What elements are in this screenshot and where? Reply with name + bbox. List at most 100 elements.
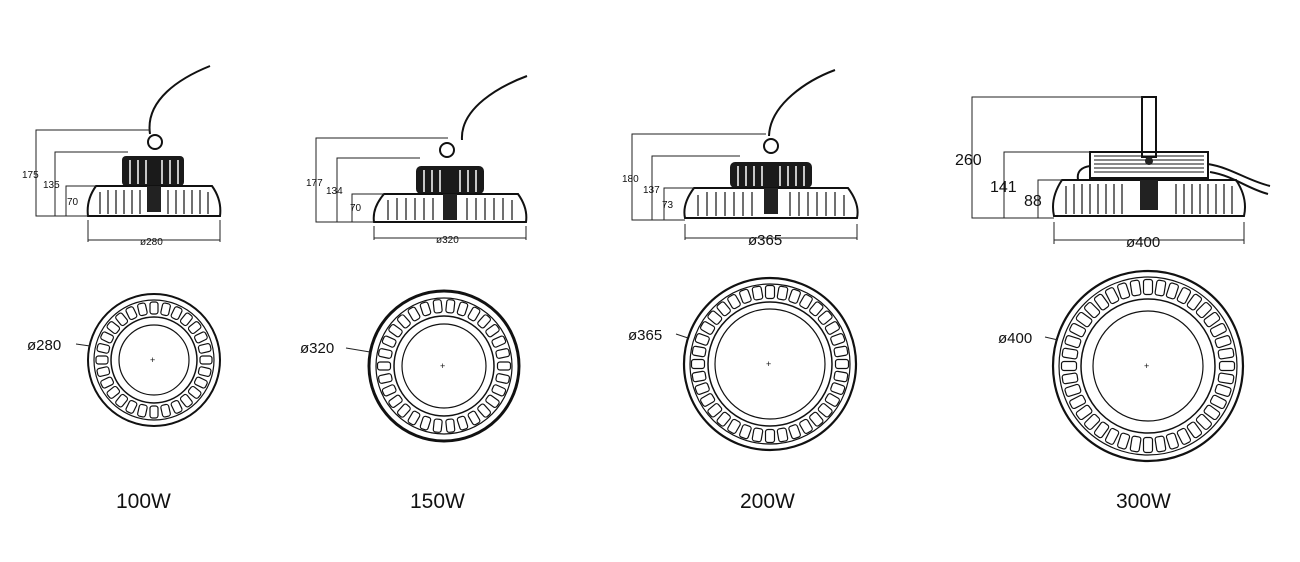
height-dim-overall: 175 <box>22 170 39 181</box>
height-dim-body: 70 <box>350 203 362 214</box>
fin-slot <box>799 294 813 310</box>
fin-slot <box>187 385 202 399</box>
fin-slot <box>496 361 512 371</box>
fin-slot <box>1217 372 1235 385</box>
fin-slot <box>1142 278 1154 296</box>
fin-slot <box>445 418 456 433</box>
fin-slot <box>197 366 212 377</box>
fin-slot <box>799 418 813 434</box>
height-dim-mid: 135 <box>43 180 60 191</box>
model-100w: 175 135 70 ø280 + ø280 100W <box>22 65 222 513</box>
fin-slot <box>691 345 707 358</box>
side-dimensions-200w: 180 137 73 ø365 <box>622 133 858 249</box>
side-dimensions-150w: 177 134 70 ø320 <box>306 137 527 246</box>
fin-slot <box>1214 383 1232 397</box>
driver-housing <box>1089 151 1209 179</box>
fin-slot <box>1218 360 1236 372</box>
top-view-150w: + ø320 <box>300 289 521 443</box>
svg-text:+: + <box>1144 361 1149 371</box>
diameter-dim: ø280 <box>27 337 61 354</box>
fin-slot <box>834 358 850 370</box>
heatsink-body <box>1052 179 1246 217</box>
fin-slot <box>707 310 723 325</box>
heatsink-body <box>683 187 859 219</box>
fin-slot <box>700 393 716 407</box>
fin-slot <box>149 405 159 419</box>
heatsink-body <box>372 193 528 223</box>
fin-slot <box>809 301 824 317</box>
fin-slot <box>100 331 115 344</box>
fin-slot <box>199 355 213 365</box>
driver-housing <box>122 156 184 186</box>
fin-slot <box>830 382 846 395</box>
fin-slot <box>407 306 421 322</box>
fin-slot <box>477 403 491 418</box>
fin-slot <box>1165 432 1179 450</box>
side-view-100w <box>86 65 222 217</box>
fin-slot <box>694 333 710 346</box>
fin-slot <box>824 321 840 335</box>
fin-slot <box>1176 287 1192 305</box>
fin-slot <box>137 302 148 317</box>
fin-slot <box>817 310 833 325</box>
fin-slot <box>491 335 507 348</box>
fin-slot <box>1209 322 1227 338</box>
height-dim-body: 70 <box>67 197 79 208</box>
watt-label: 100W <box>116 490 171 513</box>
fin-slot <box>1069 394 1087 410</box>
fin-slot <box>817 403 833 418</box>
diameter-dim: ø320 <box>300 340 334 357</box>
fin-slot <box>690 358 706 370</box>
fin-slot <box>1214 335 1232 349</box>
fin-slot <box>170 399 183 414</box>
fin-slot <box>751 427 764 443</box>
width-dim: ø320 <box>436 235 459 246</box>
fin-slot <box>1117 282 1131 300</box>
height-dim-mid: 134 <box>326 186 343 197</box>
fin-slot <box>467 410 481 426</box>
fin-slot <box>776 285 789 301</box>
watt-label: 300W <box>1116 490 1171 513</box>
fin-slot <box>1093 293 1110 311</box>
fin-slot <box>125 399 138 414</box>
fin-slot <box>1104 427 1120 445</box>
top-view-300w: + ø400 <box>998 269 1245 463</box>
fin-slot <box>115 393 129 408</box>
svg-text:+: + <box>440 361 445 371</box>
model-300w: 260 141 88 ø400 + ø400 300W <box>955 96 1271 513</box>
fin-slot <box>432 418 443 433</box>
fin-slot <box>1203 404 1221 421</box>
fin-slot <box>485 394 500 408</box>
heatsink-fin-ring <box>376 299 512 433</box>
fin-slot <box>1209 394 1227 410</box>
heatsink-fin-ring <box>690 284 850 444</box>
fin-slot <box>1129 435 1142 453</box>
fin-slot <box>160 302 171 317</box>
fin-slot <box>1061 347 1079 360</box>
fin-slot <box>495 348 511 359</box>
fin-slot <box>397 403 411 418</box>
fin-slot <box>491 384 507 397</box>
fin-slot <box>477 314 491 329</box>
hook-ring <box>763 138 779 154</box>
fin-slot <box>106 385 121 399</box>
top-view-100w: + ø280 <box>27 293 221 427</box>
fin-slot <box>445 299 456 314</box>
side-dimensions-300w: 260 141 88 ø400 <box>955 96 1245 251</box>
fin-slot <box>376 361 392 371</box>
fin-slot <box>187 321 202 335</box>
cable <box>1207 163 1271 187</box>
width-dim: ø400 <box>1126 234 1160 251</box>
fin-slot <box>691 370 707 383</box>
model-200w: 180 137 73 ø365 + ø365 200W <box>622 69 859 513</box>
fin-slot <box>170 306 183 321</box>
fin-slot <box>764 284 776 300</box>
fin-slot <box>824 393 840 407</box>
fin-slot <box>764 428 776 444</box>
fin-slot <box>727 294 741 310</box>
cable <box>148 65 211 135</box>
fin-slot <box>1084 302 1101 319</box>
fin-slot <box>1186 293 1203 311</box>
fin-slot <box>727 418 741 434</box>
height-dim-overall: 177 <box>306 178 323 189</box>
